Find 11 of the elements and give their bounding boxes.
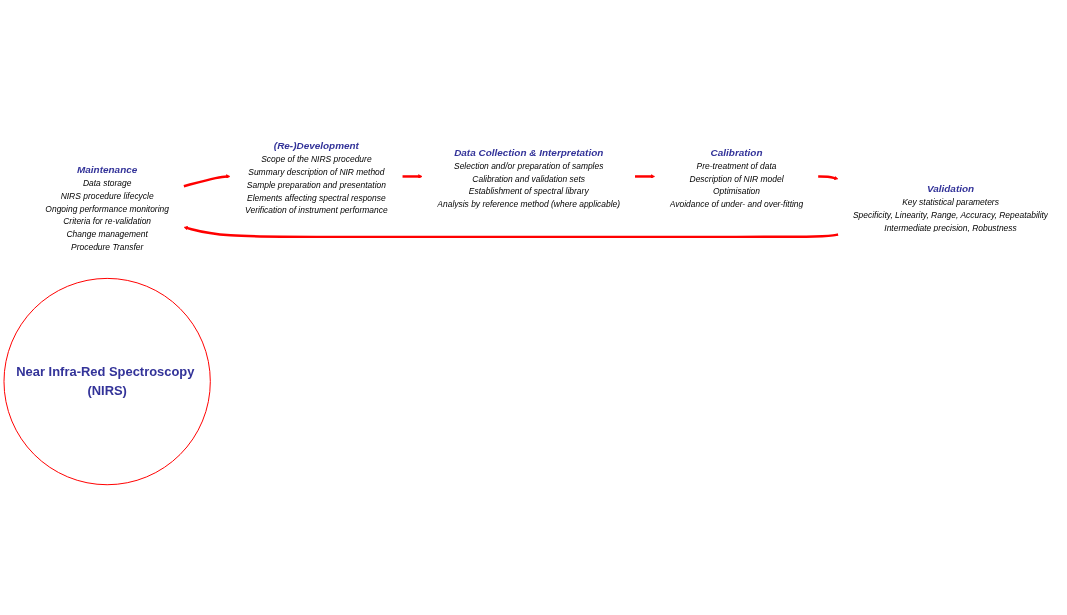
arrow [183, 225, 839, 238]
node-text: Validation Key statistical parameters Specificity, Linearity, Range, Accuracy, Repeatability Intermediate precision, Robustness [852, 182, 1049, 233]
arrow [402, 173, 423, 179]
node-text: Calibration Pre-treatment of data Description of NIR model Optimisation Avoidance of under- and over-fitting [669, 146, 804, 209]
arrow [818, 174, 839, 180]
arrow [183, 173, 231, 188]
node-text: Data Collection & Interpretation Selection and/or preparation of samples Calibration and validation sets Establishment of spectral library Analysis by reference method (where applicable) [437, 146, 621, 209]
node-circle: Near Infra-Red Spectroscopy (NIRS) [3, 277, 211, 485]
node-text: (Re-)Development Scope of the NIRS procedure Summary description of NIR method Sample preparation and presentation Elements affecting spectral response Verification of instrument performance [245, 140, 388, 215]
arrow [635, 173, 656, 179]
node-text: Maintenance Data storage NIRS procedure lifecycle Ongoing performance monitoring Criteria for re-validation Change management Procedure Transfer [45, 163, 169, 252]
